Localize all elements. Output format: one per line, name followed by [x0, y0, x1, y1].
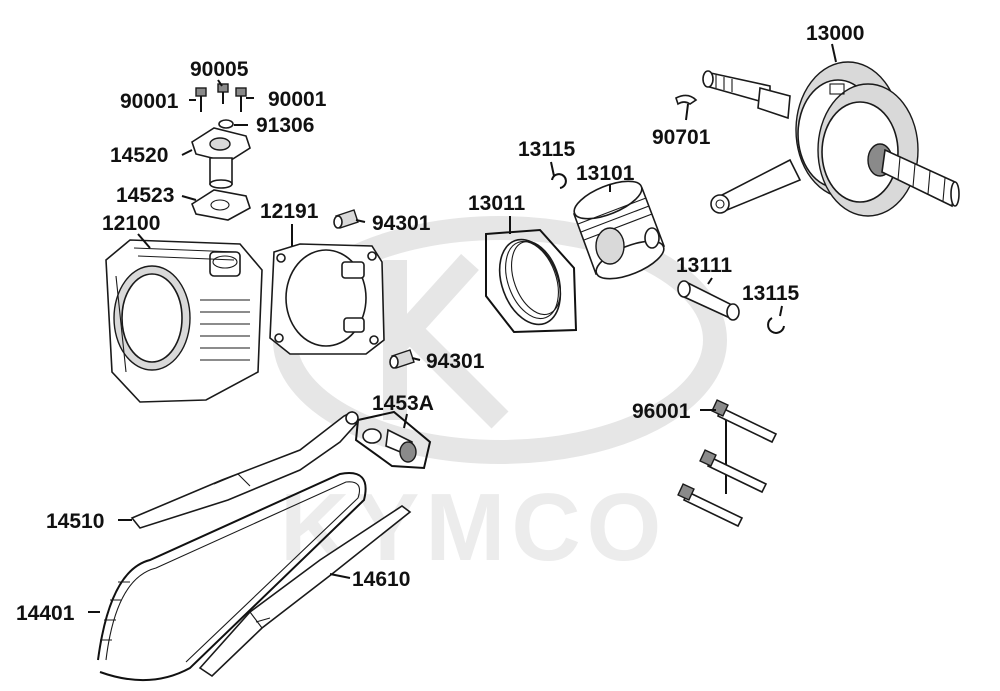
callout-12191: 12191	[260, 200, 319, 223]
piston-ring-set	[485, 228, 578, 334]
circlip-right	[767, 317, 785, 334]
callout-1453A: 1453A	[372, 392, 434, 415]
callout-13000: 13000	[806, 22, 864, 45]
woodruff-key	[675, 94, 698, 106]
circlip-top	[551, 173, 567, 189]
chain-guide	[198, 505, 412, 678]
callout-94301-bottom: 94301	[426, 350, 485, 373]
piston-pin	[677, 280, 740, 321]
dowel-pin-bottom	[389, 349, 415, 369]
callout-14510: 14510	[46, 510, 104, 533]
callout-labels: 13000 90005 90001 90001 91306 14520 1452…	[16, 22, 864, 625]
callout-90701: 90701	[652, 126, 711, 149]
callout-13011: 13011	[468, 192, 526, 215]
cylinder	[105, 239, 263, 403]
callout-90005: 90005	[190, 58, 249, 81]
callout-90001-left: 90001	[120, 90, 179, 113]
tensioner-gasket	[191, 189, 251, 221]
callout-14520: 14520	[110, 144, 168, 167]
tensioner-bolt-center	[217, 83, 229, 104]
o-ring	[218, 119, 234, 129]
callout-13101: 13101	[576, 162, 635, 185]
callout-14610: 14610	[352, 568, 410, 591]
callout-14401: 14401	[16, 602, 75, 625]
callout-14523: 14523	[116, 184, 174, 207]
tensioner-slipper	[130, 410, 359, 529]
crankshaft	[702, 61, 960, 217]
dowel-pin-top	[333, 209, 359, 229]
tensioner-bolt-right	[235, 87, 247, 112]
leader-lines	[88, 43, 837, 613]
cam-chain	[97, 472, 367, 681]
callout-13115-top: 13115	[518, 138, 576, 161]
callout-13115-right: 13115	[742, 282, 800, 305]
piston	[572, 180, 666, 280]
callout-94301-top: 94301	[372, 212, 431, 235]
cylinder-gasket	[269, 243, 385, 355]
callout-90001-right: 90001	[268, 88, 327, 111]
callout-91306: 91306	[256, 114, 314, 137]
tensioner-bolt-left	[195, 87, 207, 112]
stud-bolts	[677, 399, 778, 528]
callout-12100: 12100	[102, 212, 160, 235]
cam-chain-tensioner	[191, 127, 251, 189]
callout-96001: 96001	[632, 400, 691, 423]
guide-bolt-kit	[354, 410, 432, 470]
callout-13111: 13111	[676, 254, 732, 277]
